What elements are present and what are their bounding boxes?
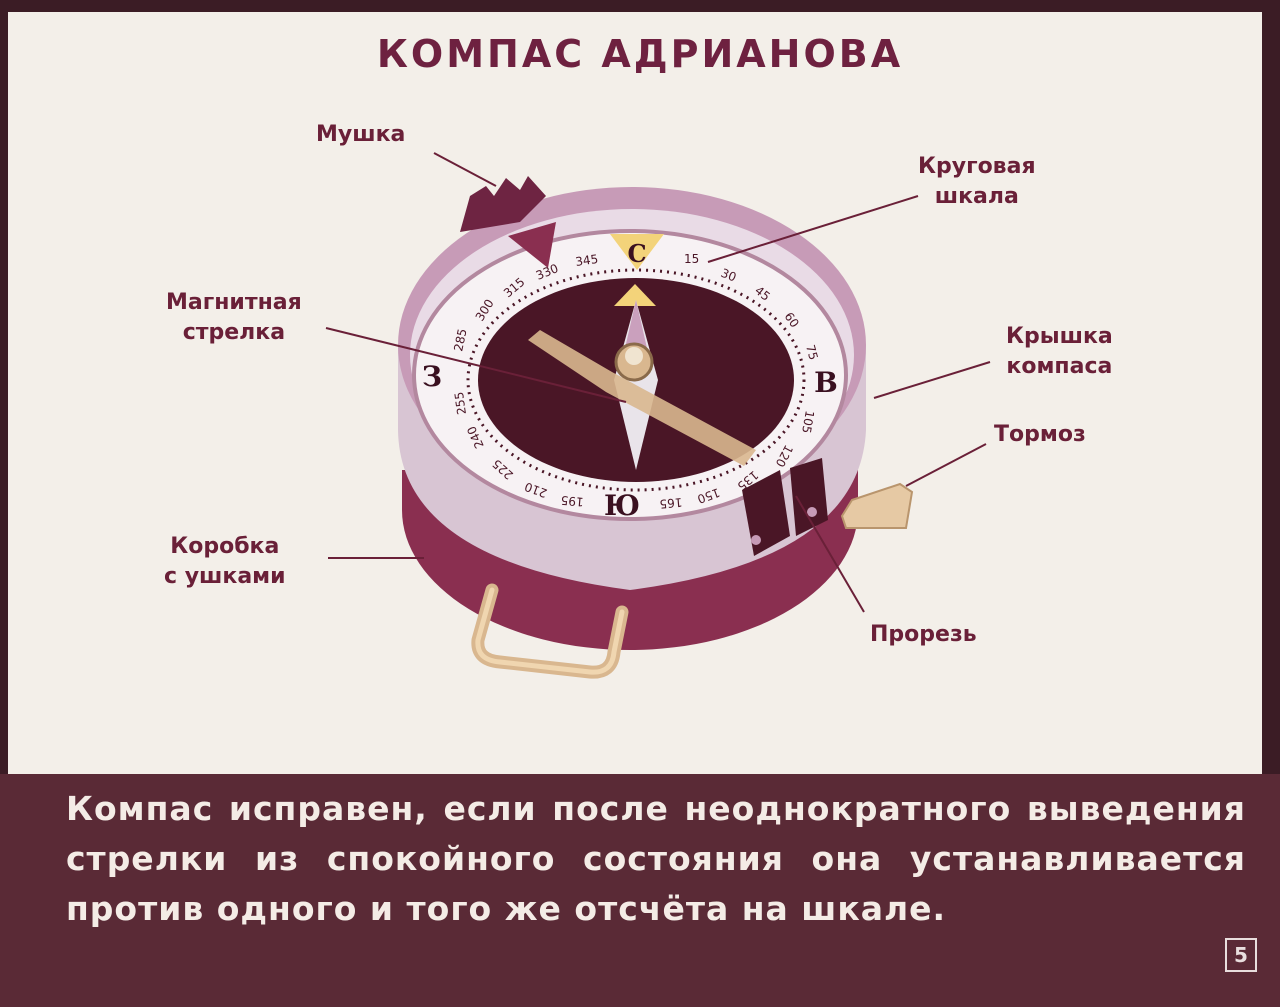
slot-prorez — [742, 458, 828, 556]
leader-mushka — [433, 152, 497, 187]
label-line: шкала — [934, 184, 1019, 209]
dial-number: 30 — [719, 266, 738, 285]
label-tormoz: Тормоз — [994, 420, 1086, 450]
dial-number: 195 — [560, 493, 584, 509]
dial-number: 15 — [684, 252, 699, 266]
label-magnitnaya-strelka: Магнитная стрелка — [166, 288, 302, 348]
front-sight-mushka — [460, 176, 546, 232]
label-line: Круговая — [918, 154, 1036, 179]
label-mushka-text: Мушка — [316, 122, 406, 147]
brake-tormoz — [840, 482, 914, 529]
dial-number: 165 — [659, 495, 683, 511]
dial-number: 345 — [574, 252, 599, 269]
dial-cardinal-west: З — [422, 360, 442, 393]
label-line: компаса — [1006, 354, 1113, 379]
leader-lines — [325, 152, 991, 613]
label-krugovaya-shkala: Круговая шкала — [918, 152, 1036, 212]
slide-title: КОМПАС АДРИАНОВА — [376, 32, 904, 76]
label-prorez: Прорезь — [870, 620, 977, 650]
dial-cardinal-north: С — [627, 239, 646, 268]
leader-tormoz — [905, 443, 987, 487]
frame-edge-top — [0, 0, 1280, 12]
dial-cardinal-east: В — [814, 366, 838, 399]
label-line: Крышка — [1006, 324, 1113, 349]
label-prorez-text: Прорезь — [870, 622, 977, 647]
dial-number: 75 — [803, 343, 820, 361]
label-line: с ушками — [164, 564, 286, 589]
label-line: стрелка — [182, 320, 286, 345]
label-line: Магнитная — [166, 290, 302, 315]
dial-cardinal-south: Ю — [604, 489, 640, 522]
leader-krugovaya-shkala — [707, 195, 919, 263]
label-line: Коробка — [170, 534, 280, 559]
compass-handle — [471, 583, 629, 679]
caption-text: Компас исправен, если после неоднократно… — [66, 789, 1246, 928]
dial-number: 285 — [451, 327, 469, 352]
brake-lever-arm — [528, 330, 756, 466]
leader-kryshka — [873, 361, 991, 399]
north-index-marker — [610, 234, 664, 270]
label-kryshka-kompasa: Крышка компаса — [1006, 322, 1113, 382]
frame-edge-left — [0, 0, 8, 780]
label-mushka: Мушка — [316, 120, 405, 150]
north-triangle-inner — [614, 284, 656, 306]
caption-band — [0, 774, 1280, 1007]
frame-edge-right — [1262, 0, 1280, 780]
sight-pointer — [508, 222, 556, 268]
label-tormoz-text: Тормоз — [994, 422, 1086, 447]
leader-prorez — [795, 495, 865, 613]
dial-number: 105 — [799, 409, 817, 434]
label-korobka: Коробка с ушками — [164, 532, 286, 592]
dial-number: 255 — [452, 391, 469, 416]
page-number: 5 — [1225, 938, 1257, 972]
leader-magnitnaya-strelka — [325, 327, 627, 403]
